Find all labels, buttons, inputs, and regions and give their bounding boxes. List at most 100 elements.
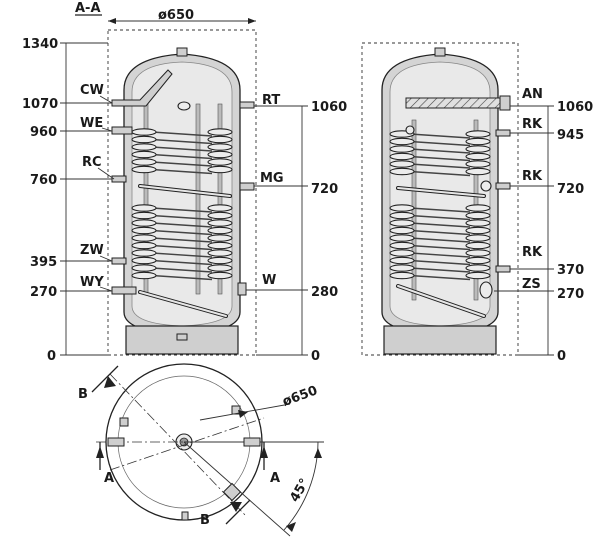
- right-coil-left: [389, 152, 415, 161]
- right-coil-left: [389, 219, 415, 227]
- right-top-nipple: [434, 47, 446, 57]
- left-dim-0: 0: [47, 349, 56, 364]
- right-tank-base: [383, 325, 497, 355]
- left-inner-pipe-2: [195, 103, 201, 295]
- left-coil-left: [131, 158, 157, 166]
- right-top-port: [405, 125, 415, 135]
- right-coil-right: [465, 226, 491, 235]
- left-tank-inner: [131, 61, 233, 327]
- left-coil-right: [207, 241, 233, 250]
- plan-stub-left: [107, 437, 125, 447]
- right-coil-left: [389, 167, 415, 176]
- left-coil-left: [131, 165, 157, 174]
- right-coil-left: [389, 226, 415, 235]
- rt-stub: [239, 101, 255, 109]
- right-coil-left: [389, 234, 415, 242]
- right-coil-run: [409, 155, 471, 162]
- plan-stub-right: [243, 437, 261, 447]
- right-envelope: [361, 42, 519, 356]
- section-title: A-A: [75, 1, 101, 16]
- right-coil-left: [389, 145, 415, 153]
- left-coil-diagonal: [139, 185, 231, 197]
- left-coil-right: [207, 256, 233, 265]
- right-coil-left: [389, 160, 415, 168]
- right-coil-right: [465, 271, 491, 280]
- left-coil-left: [131, 204, 157, 212]
- we-stub: [111, 126, 133, 135]
- right-coil-run: [409, 170, 471, 177]
- left-dim-1340: 1340: [22, 37, 58, 52]
- rt-port-circle: [177, 101, 191, 111]
- label-rk-3: RK: [522, 245, 543, 260]
- right-coil-right: [465, 137, 491, 146]
- left-coil-run: [151, 161, 213, 167]
- rv-dim-ticks: [494, 105, 554, 356]
- right-coils: [389, 130, 491, 318]
- right-coil-run: [409, 274, 471, 281]
- left-coil-right: [207, 264, 233, 272]
- right-coil-right: [465, 264, 491, 272]
- left-coil-run: [151, 214, 213, 221]
- right-coil-right: [465, 211, 491, 220]
- left-dim-760: 760: [30, 173, 57, 188]
- zw-stub: [111, 257, 127, 265]
- label-an: AN: [522, 87, 543, 102]
- left-coil-left: [131, 143, 157, 151]
- label-zs: ZS: [522, 277, 541, 292]
- right-coil-right: [465, 241, 491, 250]
- heater-element: [405, 97, 503, 109]
- right-coil-right: [465, 130, 491, 138]
- left-coil-right: [207, 158, 233, 166]
- angle-arrow-bottom: [286, 522, 296, 532]
- right-dim-1060: 1060: [311, 100, 347, 115]
- diameter-arrow-left: [108, 18, 116, 24]
- rv-dim-945: 945: [557, 128, 584, 143]
- left-right-dim-ticks: [246, 105, 308, 356]
- right-coil-left: [389, 264, 415, 272]
- right-coil-run: [409, 163, 471, 169]
- label-wy: WY: [80, 275, 104, 290]
- right-coil-right: [465, 167, 491, 176]
- left-coil-left: [131, 128, 157, 136]
- left-inner-pipe-3: [217, 103, 223, 295]
- left-dim-270: 270: [30, 285, 57, 300]
- right-coil-run: [409, 244, 471, 251]
- left-coil-left: [131, 234, 157, 242]
- rv-dim-0: 0: [557, 349, 566, 364]
- right-coil-run: [409, 229, 471, 236]
- plan-view: A A B B ø650 45°: [78, 363, 324, 537]
- left-coil-run: [151, 252, 213, 258]
- cw-dip-pipe: [111, 69, 173, 107]
- section-b-top-label: B: [78, 387, 88, 402]
- right-coil-right: [465, 256, 491, 265]
- right-dim-280: 280: [311, 285, 338, 300]
- left-coil-right: [207, 249, 233, 257]
- section-a-right-label: A: [270, 471, 280, 486]
- left-coil-left: [131, 271, 157, 280]
- right-coil-right: [465, 160, 491, 168]
- diameter-arrow-right: [248, 18, 256, 24]
- left-coil-run: [151, 207, 213, 213]
- angle-arrow-top: [314, 448, 322, 458]
- left-coil-right: [207, 135, 233, 144]
- wy-stub: [111, 286, 137, 295]
- rv-dim-370: 370: [557, 263, 584, 278]
- left-coil-right: [207, 211, 233, 220]
- rk-stub-1: [495, 129, 511, 137]
- left-coil-left: [131, 150, 157, 159]
- label-zw: ZW: [80, 243, 104, 258]
- rc-stub: [111, 175, 127, 183]
- right-coil-left: [389, 249, 415, 257]
- left-coil-left: [131, 226, 157, 235]
- left-coil-run: [151, 138, 213, 145]
- label-rc: RC: [82, 155, 102, 170]
- left-coils: [131, 128, 233, 318]
- section-a-left-arrow: [96, 446, 104, 458]
- left-coil-left: [131, 249, 157, 257]
- left-dim-ticks: [60, 42, 112, 356]
- section-b-bottom-label: B: [200, 513, 210, 528]
- label-we: WE: [80, 116, 103, 131]
- left-dim-395: 395: [30, 255, 57, 270]
- rv-dim-720: 720: [557, 182, 584, 197]
